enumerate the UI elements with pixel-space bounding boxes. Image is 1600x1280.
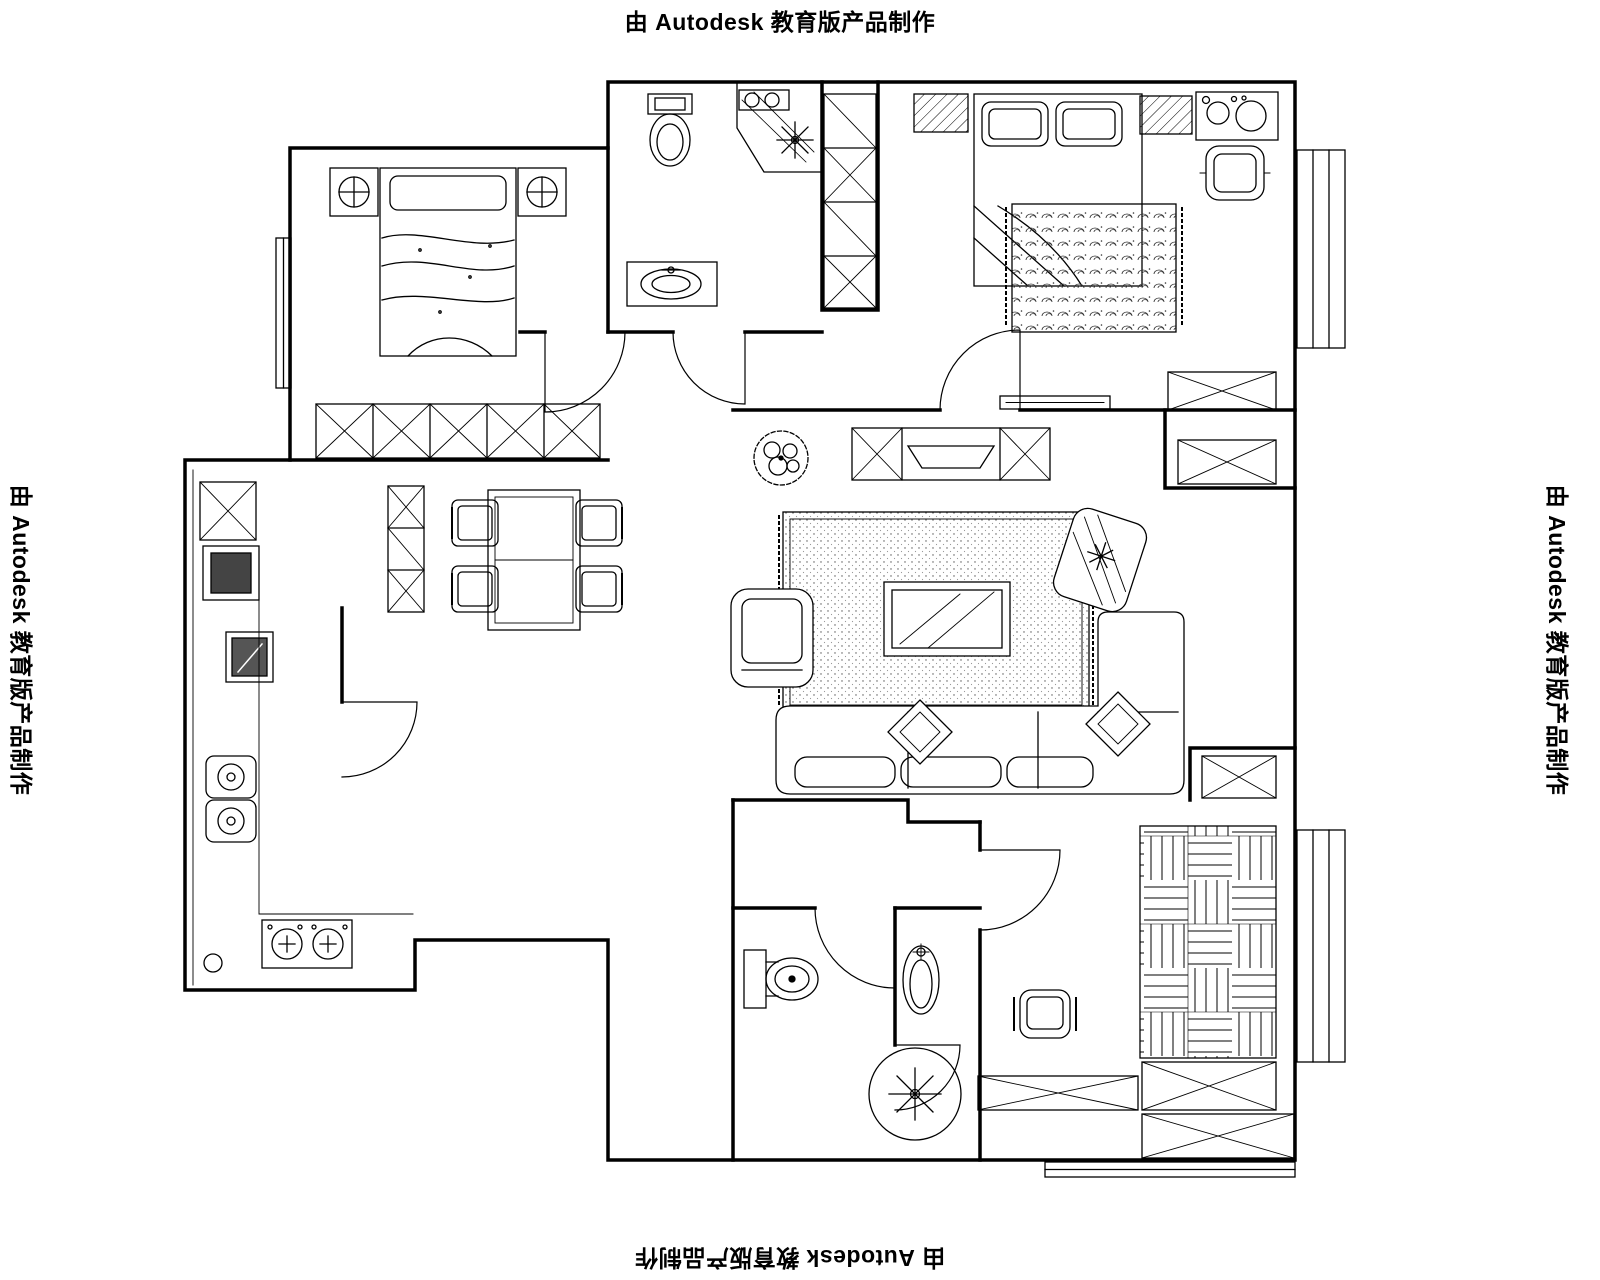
ac-unit-icon — [913, 93, 969, 133]
bed-second — [379, 167, 517, 357]
bay-window-lower-right — [1296, 829, 1346, 1063]
dining-chair-1 — [451, 499, 499, 547]
wardrobe-master — [1167, 371, 1277, 411]
column-cabinet-lower — [1201, 755, 1277, 799]
nightstand-left — [329, 167, 379, 217]
dining-room — [387, 485, 623, 631]
cabinet-long — [977, 1075, 1139, 1111]
floor-drain-icon — [203, 953, 223, 973]
study — [977, 825, 1295, 1159]
bathroom-second-door — [814, 907, 896, 989]
wall-oven — [225, 631, 274, 683]
wall-living-bottom — [731, 798, 982, 824]
fridge — [199, 481, 257, 541]
plant-icon — [753, 430, 809, 486]
walls — [183, 80, 1297, 1162]
kitchen-door — [341, 701, 418, 778]
shower-second — [868, 1047, 962, 1141]
kitchen-sink-unit — [202, 545, 260, 601]
bathroom-main — [626, 83, 823, 307]
pedestal-sink — [902, 943, 940, 1015]
bedroom-second — [315, 167, 601, 459]
armchair — [730, 588, 814, 688]
nightstand-right — [517, 167, 567, 217]
living-room — [730, 427, 1277, 799]
console-bench — [999, 395, 1111, 410]
sideboard-column — [387, 485, 425, 613]
entry-door — [544, 331, 626, 413]
study-chair — [1013, 989, 1077, 1039]
dressing-chair — [1199, 145, 1271, 201]
toilet-second — [743, 949, 819, 1009]
dining-table — [487, 489, 581, 631]
toilet-main — [647, 93, 693, 167]
vanity-main — [626, 261, 718, 307]
counter-edge — [258, 545, 414, 915]
dining-chair-3 — [575, 499, 623, 547]
basin-1 — [205, 755, 257, 799]
kitchen — [199, 481, 414, 973]
shower-door — [894, 1044, 961, 1111]
cabinet-bottom — [1141, 1113, 1295, 1159]
study-door — [979, 849, 1061, 931]
dining-chair-4 — [575, 565, 623, 613]
coffee-table — [883, 581, 1011, 657]
bay-window-upper-right — [1296, 149, 1346, 349]
master-rug — [1005, 203, 1183, 333]
cabinet-right — [1141, 1061, 1277, 1111]
tv-cabinet — [851, 427, 1051, 481]
wall-alcove-lower — [1188, 746, 1297, 802]
closet-hallway — [823, 93, 877, 309]
outer-wall — [183, 80, 1297, 1162]
bathroom-second — [743, 943, 962, 1141]
wall-closet — [820, 80, 880, 312]
doors — [341, 329, 1061, 1111]
shower-head-icon — [776, 121, 814, 159]
basin-2 — [205, 799, 257, 843]
windows — [192, 149, 1346, 1178]
parquet-floor — [1139, 825, 1277, 1059]
stove — [261, 919, 353, 969]
dining-chair-2 — [451, 565, 499, 613]
shower-head-2-icon — [888, 1067, 942, 1121]
sofa-pillow-1 — [887, 699, 953, 765]
wall-alcove-upper — [1163, 408, 1297, 490]
column-cabinet-upper — [1177, 439, 1277, 485]
corner-vanity — [1195, 91, 1279, 141]
bathroom-main-door — [672, 331, 746, 405]
window-study-bottom — [1044, 1161, 1296, 1178]
wardrobe-second — [315, 403, 601, 459]
corner-shower — [736, 83, 823, 173]
watermark-top: 由 Autodesk 教育版产品制作 — [624, 9, 936, 35]
sofa-pillow-2 — [1085, 691, 1151, 757]
accent-chair — [1052, 507, 1148, 613]
master-bedroom-door — [939, 329, 1021, 411]
window-bedroom-left — [275, 237, 292, 389]
master-bedroom — [913, 91, 1279, 411]
ac-unit-2-icon — [1139, 95, 1193, 135]
